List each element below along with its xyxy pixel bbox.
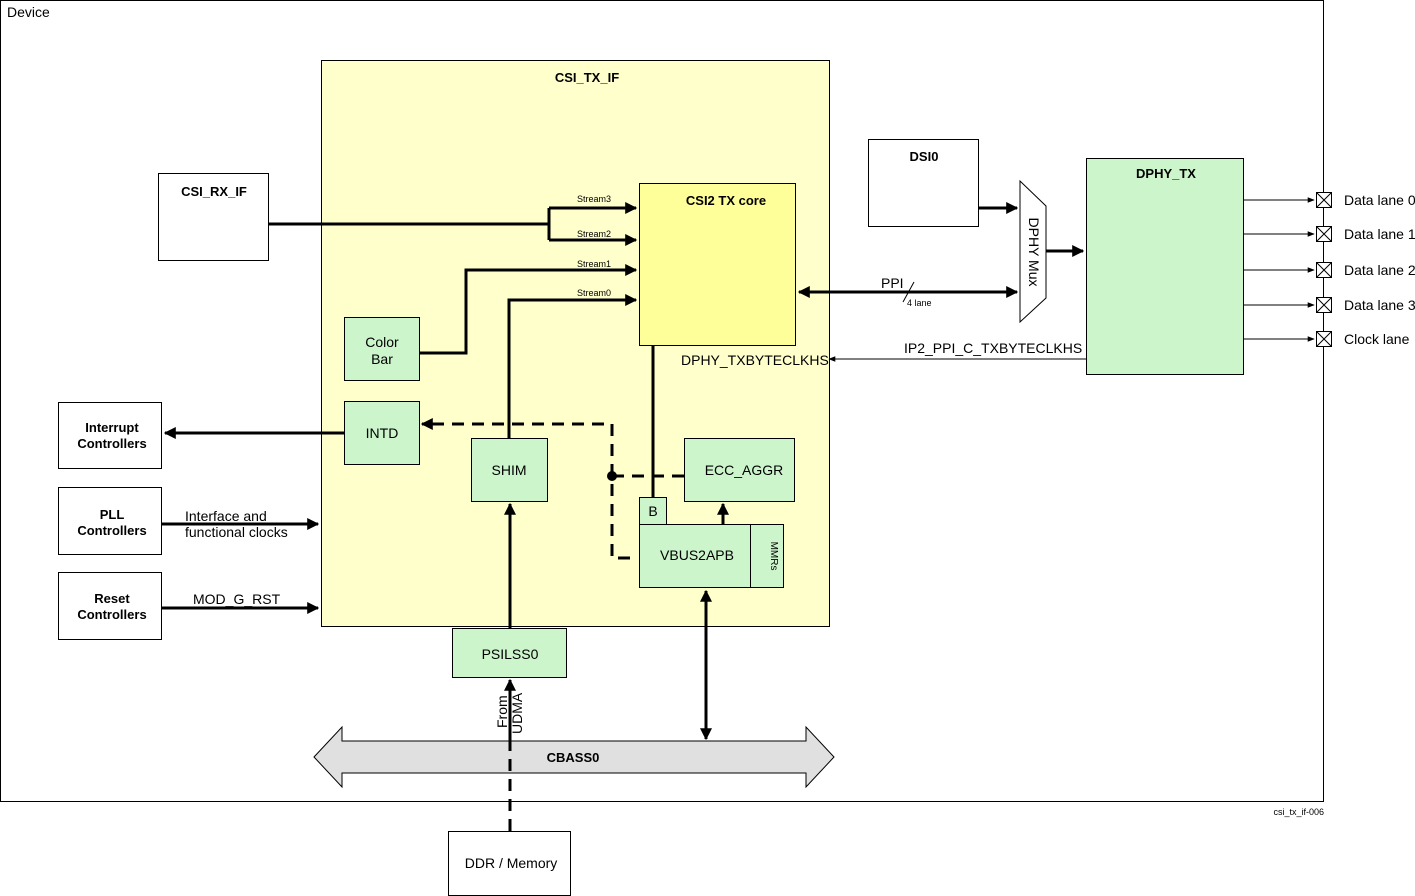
mod-g-rst-label: MOD_G_RST [193,591,281,607]
csi-rx-to-core-line [269,208,551,240]
lane-1: Data lane 1 [1244,226,1415,242]
lane-0-label: Data lane 0 [1344,192,1415,208]
interrupt-controllers-label-1: Interrupt [85,420,139,435]
clock-lane-label: Clock lane [1344,331,1410,347]
b-label: B [648,503,657,519]
interrupt-controllers-block [58,402,162,469]
interface-clocks-label-2: functional clocks [185,524,288,540]
mmrs-block [750,524,784,588]
csi-rx-if-block [158,173,269,261]
vbus2apb-block [639,524,751,588]
intd-label: INTD [366,425,399,441]
clock-lane: Clock lane [1244,331,1410,347]
figure-id-label: csi_tx_if-006 [1273,807,1324,817]
color-bar-label-2: Bar [371,351,393,367]
lane-3: Data lane 3 [1244,297,1415,313]
psilss0-block [452,628,567,678]
four-lane-label: 4 lane [907,298,932,308]
lane-0-pin-x [1316,192,1332,208]
cbass0-label: CBASS0 [547,750,600,765]
lane-3-pin-x [1316,297,1332,313]
dphy-txbyteclkhs-label: DPHY_TXBYTECLKHS [681,352,829,368]
csi2-tx-core-label: CSI2 TX core [686,193,766,208]
ddr-memory-block [448,831,571,896]
vbus2apb-label: VBUS2APB [660,547,734,563]
psilss0-label: PSILSS0 [482,646,539,662]
reset-controllers-label-2: Controllers [77,607,146,622]
dsi0-label: DSI0 [910,149,939,164]
reset-controllers-label-1: Reset [94,591,130,606]
ecc-aggr-block [684,438,795,502]
stream3-label: Stream3 [577,194,611,204]
pll-controllers-block [58,487,162,555]
lane-1-label: Data lane 1 [1344,226,1415,242]
mmrs-label: MMRs [768,542,779,571]
color-bar-label-1: Color [365,334,399,350]
pll-controllers-label-2: Controllers [77,523,146,538]
dsi0-block [868,139,979,227]
csi2-tx-core-block [639,183,796,346]
clock-lane-pin-x [1316,331,1332,347]
stream0-arrow [507,294,638,438]
interrupt-controllers-label-2: Controllers [77,436,146,451]
lane-2: Data lane 2 [1244,262,1415,278]
reset-controllers-block [58,572,162,640]
stream1-label: Stream1 [577,259,611,269]
stream0-label: Stream0 [577,288,611,298]
stream2-label: Stream2 [577,229,611,239]
interrupt-dashed-up [420,418,614,476]
lane-0: Data lane 0 [1244,192,1415,208]
from-udma-label-1: From [494,695,510,728]
ppi-label: PPI [881,275,904,291]
shim-block [471,438,548,502]
cbass0-bus [313,725,835,789]
color-bar-block [344,317,420,381]
csi-rx-if-label: CSI_RX_IF [181,184,247,199]
from-udma-label-2: UDMA [509,692,525,734]
csi-tx-if-title: CSI_TX_IF [555,70,619,85]
interrupt-dashed-path [610,474,684,560]
ecc-aggr-label: ECC_AGGR [705,462,784,478]
stream1-arrow [420,264,638,355]
dphy-mux [1019,179,1047,324]
dphy-tx-label: DPHY_TX [1136,166,1196,181]
device-label: Device [7,4,50,20]
pll-controllers-label-1: PLL [100,507,125,522]
lane-2-label: Data lane 2 [1344,262,1415,278]
dphy-tx-block [1086,158,1244,375]
interface-clocks-label-1: Interface and [185,508,267,524]
shim-label: SHIM [492,462,527,478]
lane-2-pin-x [1316,262,1332,278]
ip2-ppi-label: IP2_PPI_C_TXBYTECLKHS [904,340,1082,356]
dphy-mux-label: DPHY Mux [1026,218,1042,287]
ddr-memory-label: DDR / Memory [465,855,558,871]
intd-block [344,401,420,465]
lane-1-pin-x [1316,226,1332,242]
lane-3-label: Data lane 3 [1344,297,1415,313]
ppi-lane-slash [902,281,915,303]
junction-dot [607,471,617,481]
